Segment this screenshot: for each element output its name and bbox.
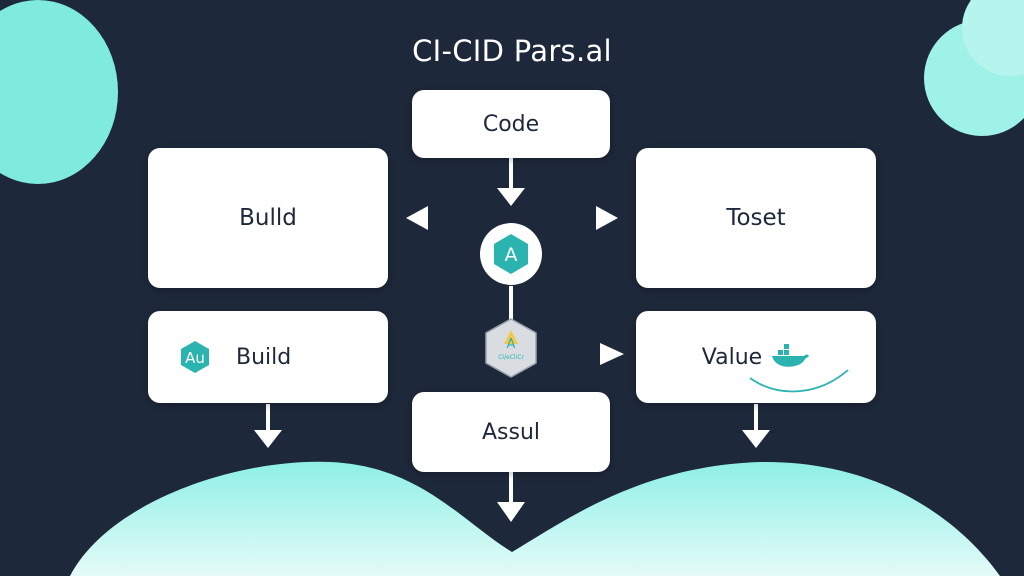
node-build-top-label: Bulld <box>239 205 297 231</box>
hexagon-au-icon: Au <box>181 341 209 373</box>
node-code[interactable]: Code <box>412 90 610 158</box>
chip-text: CI/eCliCr <box>498 354 524 361</box>
node-toset-label: Toset <box>726 205 786 231</box>
container-chip-icon[interactable]: A CI/eCliCr <box>484 318 538 378</box>
node-build-bottom-label: Build <box>236 344 292 370</box>
node-assul-label: Assul <box>481 419 541 445</box>
blob-top-right <box>924 0 1024 136</box>
hub-letter: A <box>505 244 518 266</box>
blob-top-left <box>0 0 118 184</box>
node-value[interactable]: Value <box>636 311 876 403</box>
node-build-bottom[interactable]: Au Build <box>148 311 388 403</box>
swoosh-line-icon <box>749 369 849 393</box>
chip-shape: A <box>485 318 537 378</box>
node-value-label: Value <box>701 344 763 370</box>
connectors <box>254 158 770 522</box>
badge-text: Au <box>185 349 205 367</box>
node-toset[interactable]: Toset <box>636 148 876 288</box>
chip-letter: A <box>507 337 516 352</box>
node-assul[interactable]: Assul <box>412 392 610 472</box>
hills-bottom <box>70 461 1000 576</box>
hexagon-a-icon[interactable]: A <box>479 222 543 286</box>
docker-whale-icon <box>772 344 810 367</box>
node-code-label: Code <box>482 111 540 137</box>
node-build-top[interactable]: Bulld <box>148 148 388 288</box>
diagram-title: CI-CID Pars.al <box>412 34 612 68</box>
